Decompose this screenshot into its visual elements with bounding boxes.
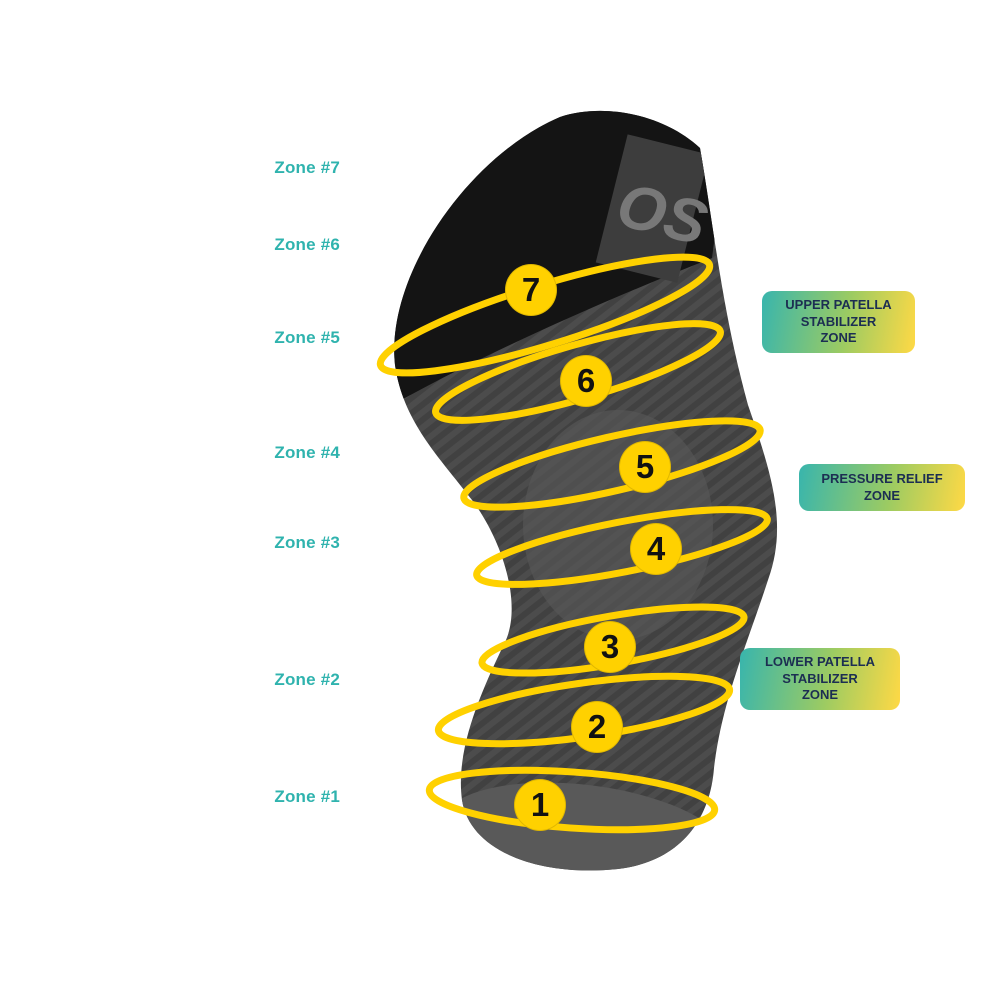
zone-label-6: Zone #6 — [274, 235, 340, 254]
callout-upper-patella-stabilizer-zone: UPPER PATELLA STABILIZER ZONE — [762, 291, 915, 353]
badge-5: 5 — [619, 441, 671, 493]
callout-pressure-relief-zone: PRESSURE RELIEF ZONE — [799, 464, 965, 511]
zone-label-7: Zone #7 — [274, 158, 340, 177]
callout-line: ZONE — [820, 330, 857, 346]
callout-line: UPPER PATELLA — [785, 296, 892, 312]
callout-line: STABILIZER — [800, 313, 877, 329]
ring-5 — [460, 417, 764, 511]
ring-1 — [425, 766, 719, 834]
callout-line: LOWER PATELLA — [764, 653, 875, 669]
badge-4: 4 — [630, 523, 682, 575]
badge-1: 1 — [514, 779, 566, 831]
callout-line: ZONE — [801, 687, 839, 703]
callout-line: PRESSURE RELIEF — [821, 470, 943, 486]
callout-line: STABILIZER — [782, 670, 858, 686]
zone-label-4: Zone #4 — [274, 443, 340, 462]
zone-label-1: Zone #1 — [274, 787, 340, 806]
callout-lower-patella-stabilizer-zone: LOWER PATELLA STABILIZER ZONE — [740, 648, 900, 710]
badge-6: 6 — [560, 355, 612, 407]
brand-logo: OS — [595, 134, 714, 283]
badge-3: 3 — [584, 621, 636, 673]
badge-2: 2 — [571, 701, 623, 753]
callout-line: ZONE — [863, 487, 901, 503]
zone-label-5: Zone #5 — [274, 328, 340, 347]
badge-7: 7 — [505, 264, 557, 316]
ring-4 — [473, 506, 771, 588]
zone-label-2: Zone #2 — [274, 670, 340, 689]
zone-label-3: Zone #3 — [274, 533, 340, 552]
